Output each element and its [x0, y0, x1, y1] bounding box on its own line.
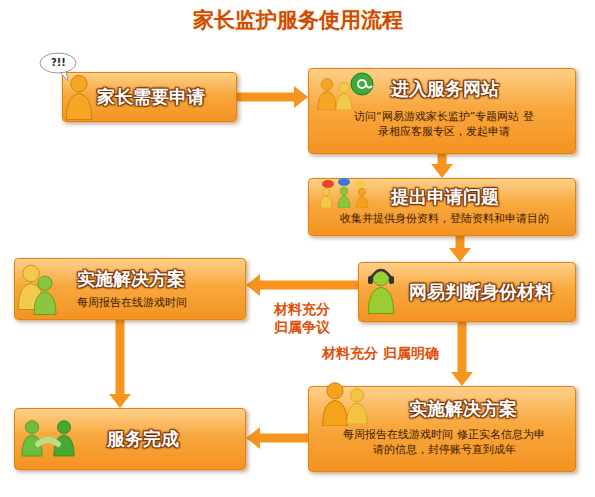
arrow-head — [109, 394, 131, 408]
box-heading: 网易判断身份材料 — [409, 280, 569, 304]
arrow-shaft — [458, 322, 467, 373]
parent-icon — [66, 75, 92, 119]
box-body: 每周报告在线游戏时间 修正实名信息为申请的信息，封停账号直到成年 — [338, 427, 550, 457]
box-body: 收集并提供身份资料，登陆资料和申请目的 — [324, 211, 564, 226]
arrow-head — [246, 427, 260, 449]
flow-arrow — [246, 427, 308, 449]
box-heading: 服务完成 — [107, 427, 239, 451]
flow-arrow — [246, 274, 358, 296]
arrow-shaft — [116, 320, 125, 395]
arrow-shaft — [237, 93, 295, 102]
arrow-head — [294, 86, 308, 108]
arrow-head — [246, 274, 260, 296]
box-body: 访问“网易游戏家长监护”专题网站 登录相应客服专区，发起申请 — [352, 109, 536, 139]
edge-label: 材料充分 归属明确 — [320, 343, 441, 363]
arrow-shaft — [456, 236, 465, 249]
arrow-head — [449, 248, 471, 262]
diagram-title: 家长监护服务使用流程 — [0, 6, 595, 34]
note-label: ?!! — [51, 57, 66, 69]
process-box: 实施解决方案每周报告在线游戏时间 修正实名信息为申请的信息，封停账号直到成年 — [308, 386, 576, 472]
edge-label: 材料充分 归属争议 — [269, 299, 335, 337]
box-heading: 家长需要申请 — [97, 85, 230, 109]
box-heading: 实施解决方案 — [77, 267, 239, 291]
process-box: 进入服务网站访问“网易游戏家长监护”专题网站 登录相应客服专区，发起申请 — [308, 68, 576, 154]
flow-arrow — [237, 86, 308, 108]
box-heading: 进入服务网站 — [391, 77, 569, 101]
arrow-shaft — [438, 154, 447, 165]
solution-icon — [323, 383, 368, 426]
question-icon — [320, 178, 367, 208]
box-body: 每周报告在线游戏时间 — [77, 295, 239, 310]
speech-bubble — [40, 53, 76, 81]
handshake-icon — [22, 421, 74, 456]
arrow-head — [451, 372, 473, 386]
arrow-head — [431, 164, 453, 178]
flow-arrow — [109, 320, 131, 408]
website-icon — [318, 73, 373, 110]
flow-arrow — [431, 154, 453, 178]
flow-arrow — [449, 236, 471, 262]
arrow-shaft — [259, 281, 358, 290]
box-heading: 提出申请问题 — [391, 185, 569, 209]
solution-icon — [18, 265, 56, 314]
support-icon — [368, 269, 394, 313]
box-heading: 实施解决方案 — [409, 397, 569, 421]
arrow-shaft — [259, 434, 308, 443]
flow-arrow — [451, 322, 473, 386]
